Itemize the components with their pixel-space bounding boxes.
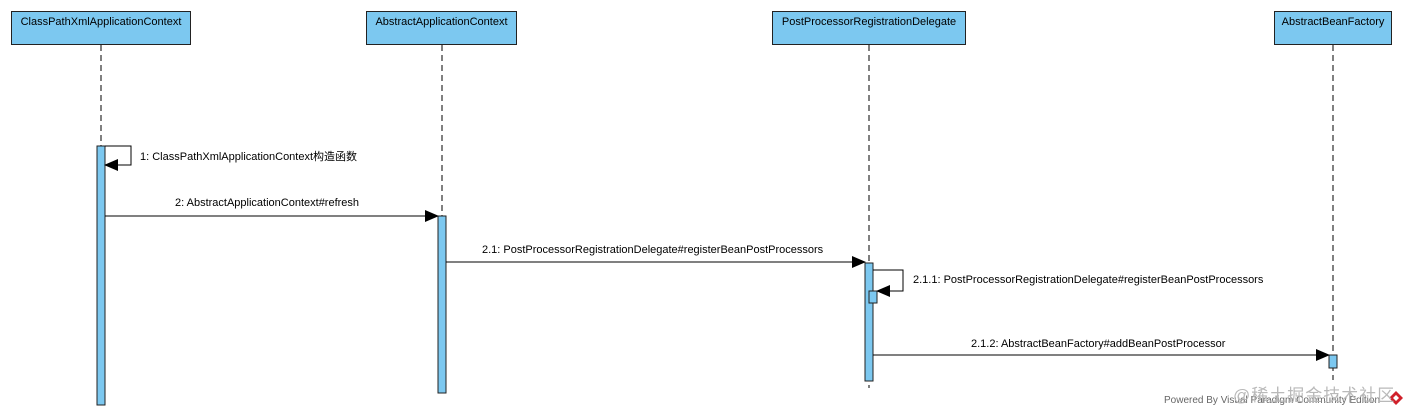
activation-bar-classpathxmlapplicationcontext: [96, 145, 106, 406]
juejin-watermark: @稀土掘金技术社区: [1233, 386, 1396, 405]
message-1-self-call-arrow: [104, 145, 132, 171]
message-2-label: 2: AbstractApplicationContext#refresh: [175, 197, 360, 209]
lifeline-header-abstractbeanfactory: AbstractBeanFactory: [1274, 11, 1392, 45]
activation-bar-abstractbeanfactory: [1328, 354, 1338, 369]
message-2-1-2-label: 2.1.2: AbstractBeanFactory#addBeanPostPr…: [971, 338, 1226, 350]
lifeline-header-abstractapplicationcontext: AbstractApplicationContext: [366, 11, 517, 45]
message-2-1-1-label: 2.1.1: PostProcessorRegistrationDelegate…: [913, 274, 1264, 286]
lifeline-header-postprocessorregistrationdelegate: PostProcessorRegistrationDelegate: [772, 11, 966, 45]
message-1-label: 1: ClassPathXmlApplicationContext构造函数: [140, 151, 358, 163]
activation-bar-nested-postprocessorregistrationdelegate: [868, 290, 878, 304]
powered-by-footer: Powered By Visual Paradigm Community Edi…: [1164, 395, 1381, 406]
lifeline-header-classpathxmlapplicationcontext: ClassPathXmlApplicationContext: [11, 11, 191, 45]
visual-paradigm-logo-icon: [1389, 391, 1403, 405]
message-2-1-1-self-call-arrow: [873, 269, 904, 297]
message-2-1-label: 2.1: PostProcessorRegistrationDelegate#r…: [482, 244, 824, 256]
activation-bar-abstractapplicationcontext: [437, 215, 447, 394]
activation-bar-postprocessorregistrationdelegate: [864, 262, 874, 382]
